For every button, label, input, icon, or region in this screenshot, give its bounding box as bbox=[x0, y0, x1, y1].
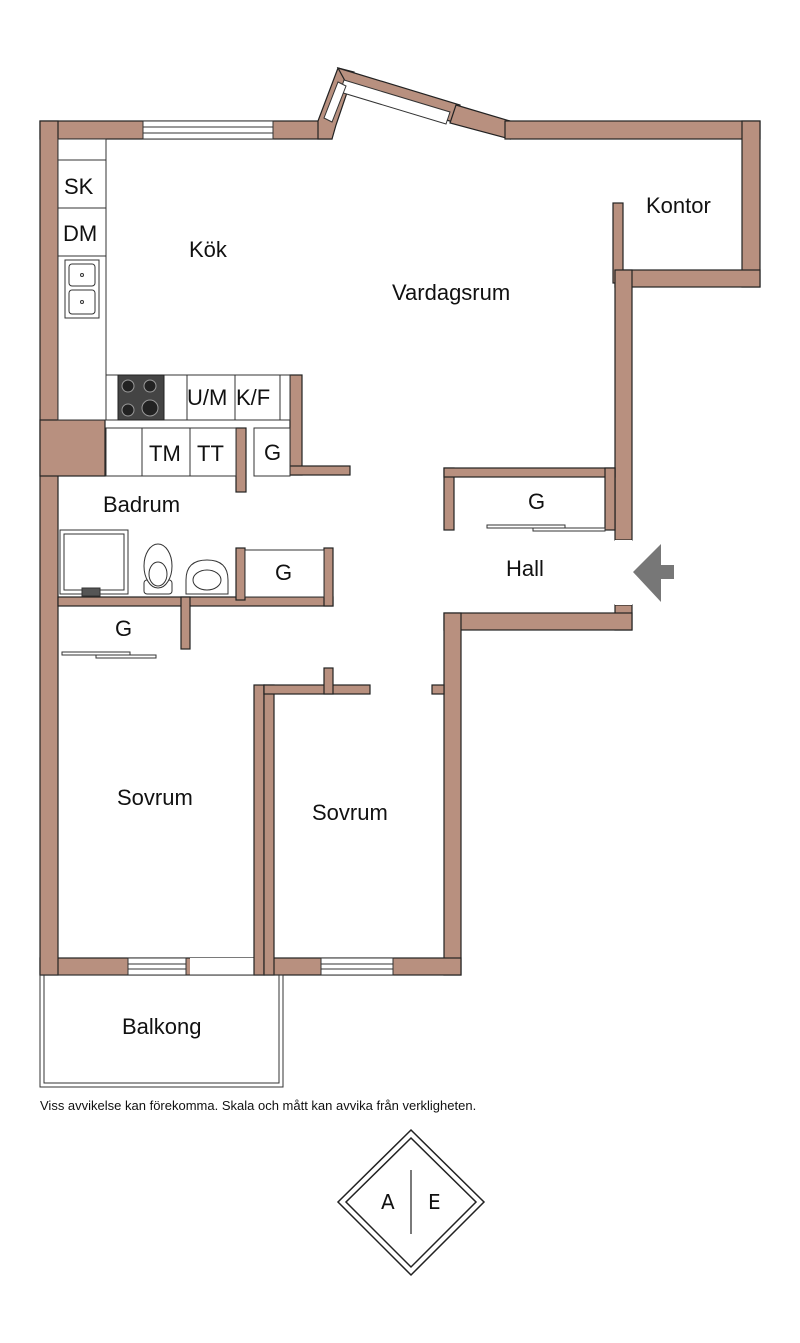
entrance-gap bbox=[615, 540, 632, 605]
logo-letter-a: A bbox=[381, 1190, 395, 1214]
disclaimer-text: Viss avvikelse kan förekomma. Skala och … bbox=[40, 1098, 477, 1113]
interior-walls bbox=[57, 374, 616, 976]
room-label-bedroom-right: Sovrum bbox=[312, 800, 388, 825]
room-label-bedroom-left: Sovrum bbox=[117, 785, 193, 810]
kitchen-sink-icon bbox=[64, 259, 100, 319]
label-tm: TM bbox=[149, 441, 181, 466]
room-label-kitchen: Kök bbox=[189, 237, 228, 262]
closets bbox=[244, 549, 325, 598]
label-sk: SK bbox=[64, 174, 94, 199]
room-label-office: Kontor bbox=[646, 193, 711, 218]
label-um: U/M bbox=[187, 385, 227, 410]
label-closet-kitchen: G bbox=[264, 440, 281, 465]
windows bbox=[127, 79, 451, 976]
room-label-hall: Hall bbox=[506, 556, 544, 581]
label-dm: DM bbox=[63, 221, 97, 246]
label-closet-hall: G bbox=[528, 489, 545, 514]
brand-logo: A E bbox=[336, 1128, 486, 1277]
room-label-balcony: Balkong bbox=[122, 1014, 202, 1039]
balcony bbox=[39, 974, 284, 1088]
label-closet-bath: G bbox=[275, 560, 292, 585]
logo-letter-e: E bbox=[428, 1190, 441, 1214]
bathroom-sink-icon bbox=[185, 559, 229, 595]
label-closet-bedroom: G bbox=[115, 616, 132, 641]
label-tt: TT bbox=[197, 441, 224, 466]
label-kf: K/F bbox=[236, 385, 270, 410]
entrance-arrow-icon bbox=[633, 544, 674, 602]
stove-icon bbox=[117, 374, 165, 421]
room-label-bathroom: Badrum bbox=[103, 492, 180, 517]
toilet-icon bbox=[143, 543, 173, 595]
room-label-living: Vardagsrum bbox=[392, 280, 510, 305]
outer-walls bbox=[39, 67, 761, 976]
shower-icon bbox=[59, 529, 129, 597]
sliding-doors bbox=[61, 524, 606, 659]
